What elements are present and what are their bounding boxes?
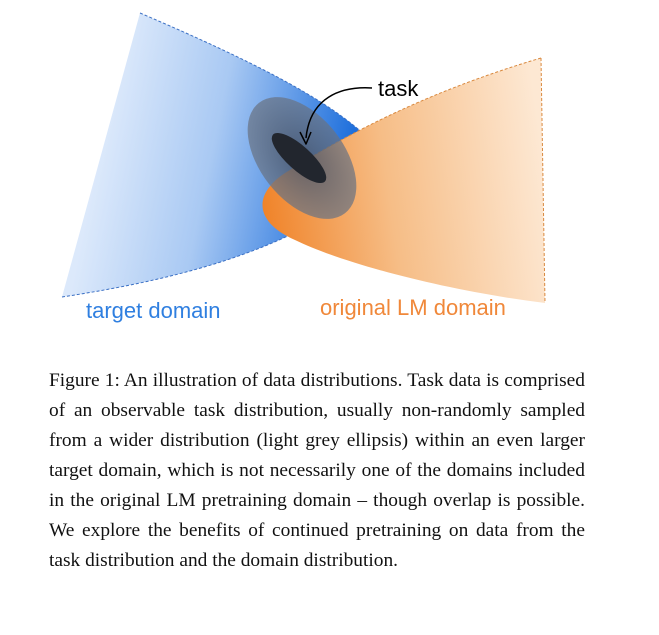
original-domain-label: original LM domain xyxy=(320,295,506,320)
task-arrowhead xyxy=(299,131,312,145)
figure-caption: Figure 1: An illustration of data distri… xyxy=(49,370,585,571)
target-domain-outline xyxy=(61,12,371,298)
task-core-ellipse xyxy=(271,132,327,184)
original-domain-region xyxy=(262,58,545,303)
data-distribution-diagram: task target domain original LM domain xyxy=(61,12,546,323)
task-arrow xyxy=(305,87,373,139)
task-label: task xyxy=(378,76,419,101)
target-domain-label: target domain xyxy=(86,298,221,323)
